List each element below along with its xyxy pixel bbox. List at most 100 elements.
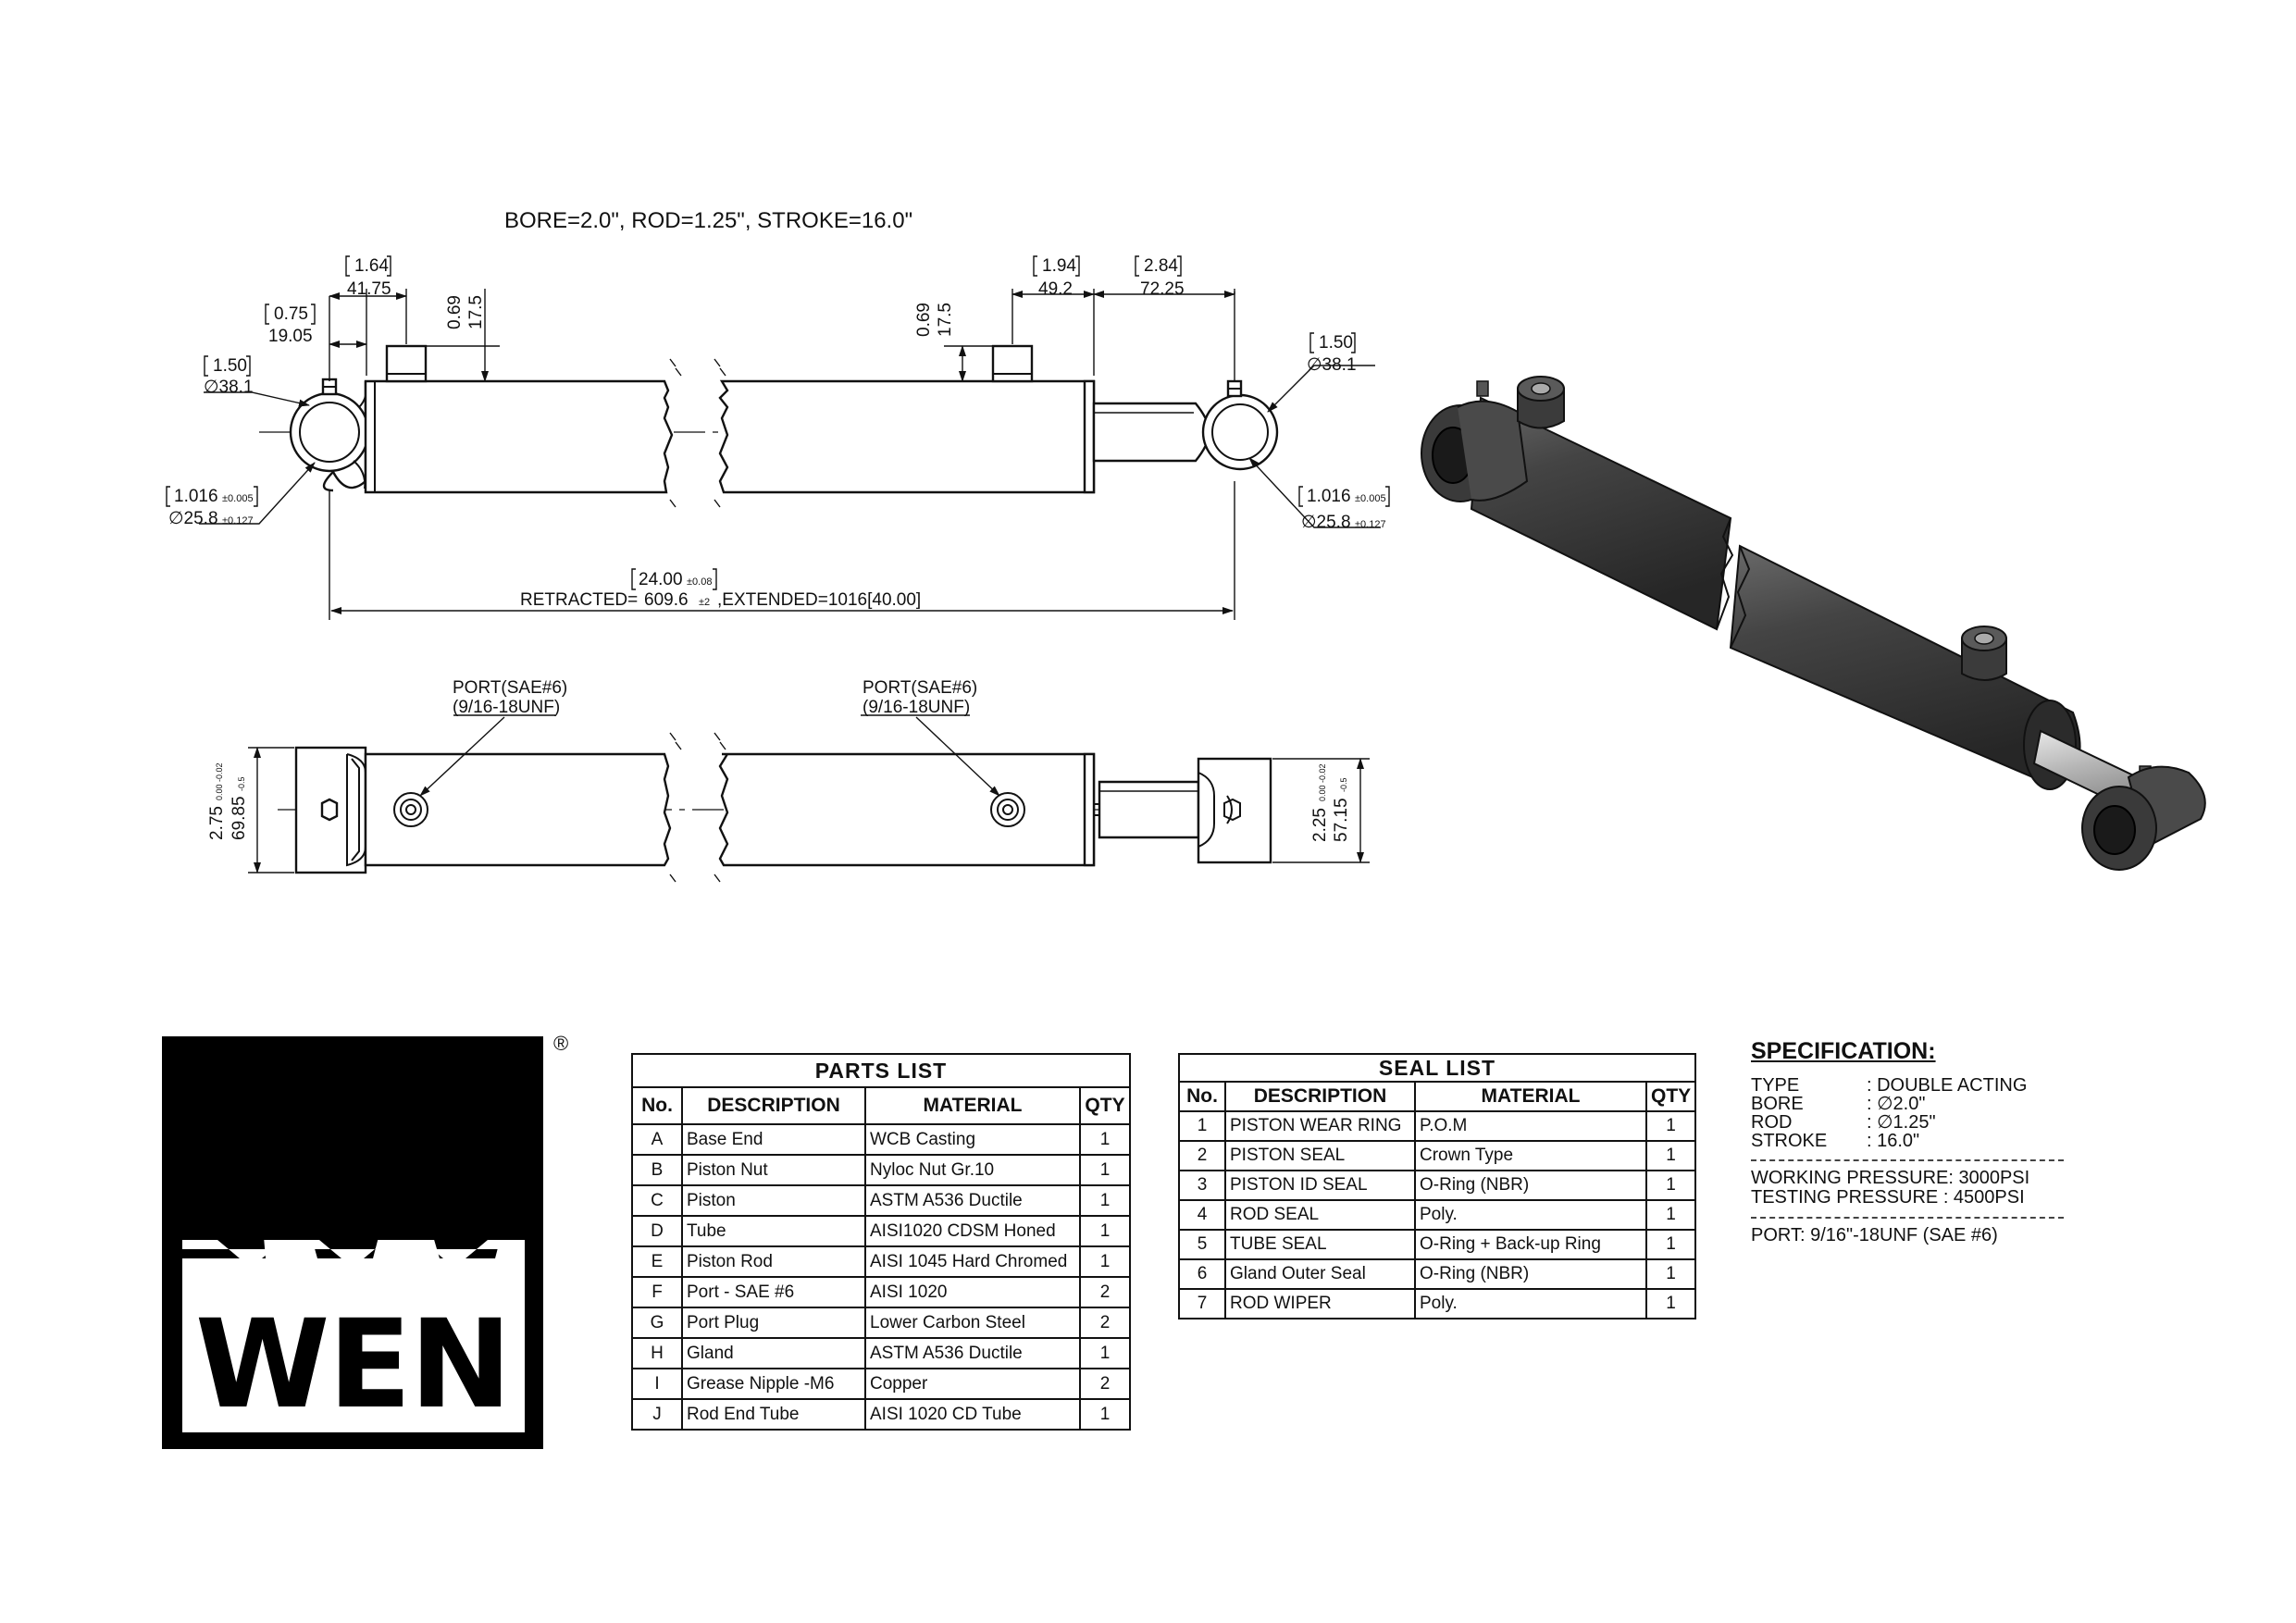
cell: 2: [1079, 1276, 1131, 1308]
dim-1-50-right: 1.50 ∅38.1: [1307, 332, 1357, 375]
dim-1-64: 1.64 41.75: [345, 255, 391, 299]
spec-value: : DOUBLE ACTING: [1867, 1075, 2028, 1096]
svg-text:1.50: 1.50: [1319, 333, 1353, 353]
isometric-view: [1421, 376, 2206, 871]
svg-text:∅25.8: ∅25.8: [1301, 513, 1351, 532]
svg-text:-0.5: -0.5: [237, 776, 246, 791]
spec-title: SPECIFICATION:: [1751, 1038, 1936, 1064]
cell: 7: [1178, 1288, 1226, 1319]
col-header: No.: [1178, 1081, 1226, 1112]
spec-label: ROD: [1751, 1112, 1793, 1133]
svg-text:∅38.1: ∅38.1: [204, 378, 254, 397]
port-label-right-1: PORT(SAE#6): [863, 678, 977, 698]
cell: ROD WIPER: [1224, 1288, 1416, 1319]
cell: Crown Type: [1414, 1140, 1647, 1171]
cell: AISI 1020 CD Tube: [864, 1398, 1081, 1431]
col-header: DESCRIPTION: [681, 1086, 866, 1125]
top-view: 1.64 41.75 0.75 19.05 0.69 17.5 0.69 17.…: [166, 255, 1390, 620]
dim-1-016-left: 1.016 ±0.005 ∅25.8 ±0.127: [166, 486, 258, 528]
wen-logo: WEN: [162, 1036, 543, 1449]
svg-text:∅38.1: ∅38.1: [1307, 355, 1357, 375]
spec-row-stroke: STROKE : 16.0": [1751, 1132, 2066, 1150]
side-view: PORT(SAE#6) (9/16-18UNF) PORT(SAE#6) (9/…: [207, 678, 1370, 883]
cell: 1: [1178, 1110, 1226, 1142]
svg-text:0.00 -0.02: 0.00 -0.02: [1318, 763, 1327, 801]
svg-text:49.2: 49.2: [1038, 279, 1073, 299]
spec-label: STROKE: [1751, 1131, 1828, 1151]
cell: Copper: [864, 1368, 1081, 1400]
cell: Poly.: [1414, 1288, 1647, 1319]
svg-text:±0.08: ±0.08: [687, 576, 712, 588]
cell: 5: [1178, 1229, 1226, 1260]
cell: 2: [1178, 1140, 1226, 1171]
svg-text:2.75: 2.75: [207, 806, 227, 840]
cell: B: [631, 1154, 683, 1186]
svg-text:±0.005: ±0.005: [1355, 493, 1386, 504]
svg-text:±0.127: ±0.127: [222, 515, 254, 527]
cell: 1: [1079, 1123, 1131, 1156]
svg-text:1.50: 1.50: [213, 356, 247, 376]
cell: Piston Nut: [681, 1154, 866, 1186]
col-header: QTY: [1079, 1086, 1131, 1125]
port-label-left-1: PORT(SAE#6): [453, 678, 567, 698]
cell: ROD SEAL: [1224, 1199, 1416, 1231]
cell: Piston: [681, 1184, 866, 1217]
cell: P.O.M: [1414, 1110, 1647, 1142]
cell: AISI1020 CDSM Honed: [864, 1215, 1081, 1247]
dim-1-50-left: 1.50 ∅38.1: [204, 355, 254, 397]
cell: Gland: [681, 1337, 866, 1369]
svg-text:609.6: 609.6: [644, 590, 689, 610]
parts-list-title: PARTS LIST: [631, 1053, 1131, 1086]
cell: I: [631, 1368, 683, 1400]
cell: Lower Carbon Steel: [864, 1307, 1081, 1339]
spec-divider: [1751, 1217, 2064, 1219]
spec-label: BORE: [1751, 1094, 1804, 1114]
cell: F: [631, 1276, 683, 1308]
svg-text:2.25: 2.25: [1310, 808, 1330, 842]
cell: Gland Outer Seal: [1224, 1258, 1416, 1290]
svg-text:69.85: 69.85: [230, 796, 249, 840]
cell: 1: [1079, 1154, 1131, 1186]
svg-text:-0.5: -0.5: [1339, 777, 1348, 792]
cell: TUBE SEAL: [1224, 1229, 1416, 1260]
spec-working-pressure: WORKING PRESSURE: 3000PSI: [1751, 1168, 2030, 1188]
svg-text:24.00: 24.00: [639, 570, 683, 589]
svg-text:,EXTENDED=1016[40.00]: ,EXTENDED=1016[40.00]: [717, 590, 921, 610]
svg-text:RETRACTED=: RETRACTED=: [520, 590, 638, 610]
dim-1-016-right: 1.016 ±0.005 ∅25.8 ±0.127: [1298, 486, 1390, 532]
port-label-right-2: (9/16-18UNF): [863, 698, 970, 717]
spec-divider: [1751, 1159, 2064, 1161]
dim-2-75: 2.75 0.00 -0.02 69.85 -0.5: [207, 762, 249, 840]
cell: 1: [1079, 1337, 1131, 1369]
cell: D: [631, 1215, 683, 1247]
seal-list-title: SEAL LIST: [1178, 1053, 1696, 1081]
port-label-left-2: (9/16-18UNF): [453, 698, 560, 717]
dim-0-75: 0.75 19.05: [265, 304, 316, 346]
cell: 1: [1079, 1215, 1131, 1247]
cell: ASTM A536 Ductile: [864, 1337, 1081, 1369]
seal-header-row: No. DESCRIPTION MATERIAL QTY: [1178, 1081, 1696, 1112]
cell: G: [631, 1307, 683, 1339]
spec-label: TYPE: [1751, 1075, 1800, 1096]
cell: A: [631, 1123, 683, 1156]
cell: 1: [1079, 1398, 1131, 1431]
col-header: DESCRIPTION: [1224, 1081, 1416, 1112]
svg-text:0.00 -0.02: 0.00 -0.02: [215, 762, 224, 800]
cell: C: [631, 1184, 683, 1217]
dim-2-25: 2.25 0.00 -0.02 57.15 -0.5: [1310, 763, 1351, 842]
svg-text:17.5: 17.5: [466, 295, 486, 329]
svg-text:72.25: 72.25: [1140, 279, 1185, 299]
spec-testing-pressure: TESTING PRESSURE : 4500PSI: [1751, 1187, 2025, 1208]
cell: 3: [1178, 1170, 1226, 1201]
cell: 4: [1178, 1199, 1226, 1231]
cell: O-Ring + Back-up Ring: [1414, 1229, 1647, 1260]
